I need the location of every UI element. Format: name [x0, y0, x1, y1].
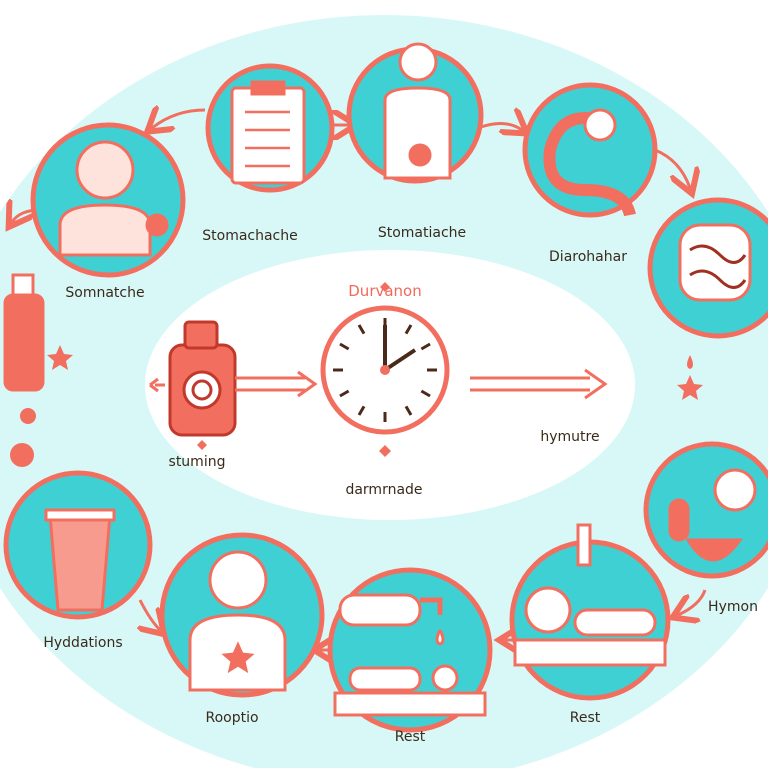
water-cup-icon — [44, 508, 116, 612]
step-label: Somnatche — [65, 285, 145, 301]
left-arrow — [149, 377, 165, 393]
clock-icon — [320, 305, 450, 435]
arrow-to-clock — [235, 370, 318, 398]
organs-icon — [668, 468, 757, 562]
resting-bed-icon — [513, 523, 667, 667]
center-clock-label: darmrnade — [345, 482, 423, 498]
tap-water-bed-icon — [333, 593, 487, 717]
step-label: Stomatiache — [377, 225, 467, 241]
center-flow — [149, 282, 608, 457]
intestines-icon — [678, 223, 752, 302]
water-bottle-icon — [3, 273, 45, 392]
clock-tick — [420, 389, 431, 398]
step-label: Stomachache — [202, 228, 298, 244]
body-stomach-pain-icon — [383, 42, 452, 180]
step-label: Rest — [569, 710, 601, 726]
clock-tick — [404, 405, 413, 416]
arrow-right — [470, 368, 608, 400]
center-right-label: hymutre — [540, 429, 600, 445]
center-title: Durvanon — [348, 282, 422, 300]
decorative-stars — [10, 345, 703, 467]
clock-tick — [357, 324, 366, 335]
stomach-icon — [543, 108, 636, 217]
clock-tick — [357, 405, 366, 416]
clock-tick — [339, 389, 350, 398]
medicine-bottle-icon — [168, 320, 237, 437]
step-label: Rest — [394, 729, 426, 745]
crying-person-icon — [188, 550, 287, 692]
distressed-person-icon — [58, 140, 169, 257]
step-label: Hyddations — [43, 635, 123, 651]
clock-tick — [420, 342, 431, 351]
center-left-label: stuming — [168, 454, 226, 470]
step-label: Hymon — [708, 599, 758, 615]
step-label: Diarohahar — [549, 249, 627, 265]
step-label: Rooptio — [205, 710, 259, 726]
clock-tick — [404, 324, 413, 335]
clock-tick — [339, 342, 350, 351]
clipboard-checklist-icon — [230, 80, 306, 185]
